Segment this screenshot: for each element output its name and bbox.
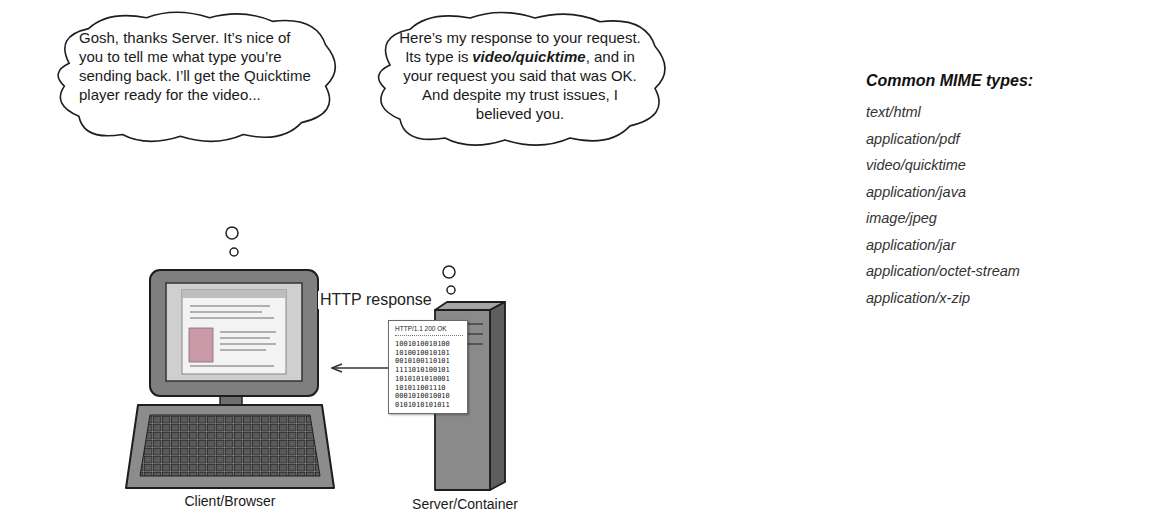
computer-illustration: [126, 270, 334, 488]
mime-type: video/quicktime: [866, 157, 966, 173]
mime-type: image/jpeg: [866, 210, 937, 226]
document-text: 1001010010100 1010010010101 001010011010…: [395, 340, 451, 410]
edge-label: HTTP response: [318, 291, 434, 309]
mime-type: application/java: [866, 184, 966, 200]
mime-type: text/html: [866, 104, 921, 120]
thought-bubble: Here’s my response to your request. Its …: [365, 4, 675, 154]
client-computer: Client/Browser: [130, 262, 330, 511]
mime-type: application/octet-stream: [866, 263, 1020, 279]
text-block: Gosh, thanks Server. It’s nice of you to…: [45, 4, 345, 128]
list-heading: Common MIME types:: [866, 72, 1033, 90]
bubble-text: Gosh, thanks Server. It’s nice of you to…: [79, 28, 313, 104]
text-block: Here’s my response to your request. Its …: [365, 4, 675, 147]
mime-type: application/jar: [866, 237, 955, 253]
document-text: HTTP/1.1 200 OK: [395, 325, 463, 336]
http-response-document: HTTP/1.1 200 OK 1001010010100 10100100101…: [388, 320, 468, 414]
thought-bubble: Gosh, thanks Server. It’s nice of you to…: [45, 4, 345, 150]
mime-type: application/pdf: [866, 131, 960, 147]
text-block: Client/Browser: [130, 262, 330, 511]
device-label: Server/Container: [400, 496, 530, 512]
mime-type: application/x-zip: [866, 290, 970, 306]
bubble-text: video/quicktime: [472, 48, 585, 65]
device-label: Client/Browser: [130, 493, 330, 509]
text-block: HTTP/1.1 200 OK 1001010010100 10100100101…: [389, 321, 467, 415]
